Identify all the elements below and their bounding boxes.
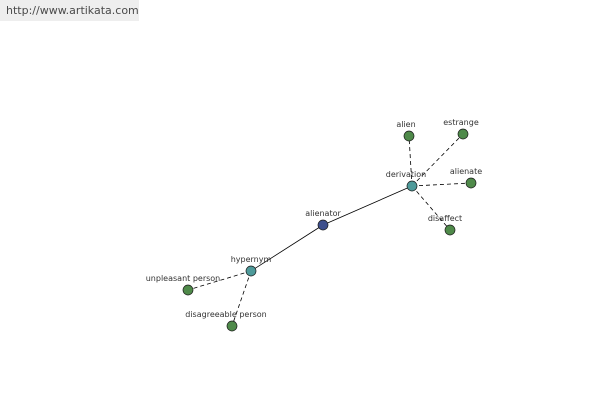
label-disagreeable-person: disagreeable person xyxy=(185,310,267,319)
url-banner: http://www.artikata.com xyxy=(0,0,139,21)
node-alienator[interactable] xyxy=(317,219,329,231)
label-disaffect: disaffect xyxy=(428,214,462,223)
label-derivation: derivation xyxy=(386,170,426,179)
label-alien: alien xyxy=(396,120,415,129)
edge-hypernym-disagreeable-person xyxy=(231,270,252,327)
label-alienate: alienate xyxy=(450,167,482,176)
node-alien[interactable] xyxy=(403,130,415,142)
label-unpleasant-person: unpleasant person xyxy=(146,274,221,283)
graph-nodes xyxy=(182,128,477,332)
node-hypernym[interactable] xyxy=(245,265,257,277)
node-unpleasant-person[interactable] xyxy=(182,284,194,296)
edge-derivation-disaffect xyxy=(411,185,451,231)
edge-derivation-alien xyxy=(408,135,413,187)
url-link[interactable]: http://www.artikata.com xyxy=(6,4,139,17)
edge-derivation-estrange xyxy=(411,133,464,187)
node-alienate[interactable] xyxy=(465,177,477,189)
node-derivation[interactable] xyxy=(406,180,418,192)
node-disagreeable-person[interactable] xyxy=(226,320,238,332)
edge-alienator-hypernym xyxy=(250,224,324,272)
edge-derivation-alienate xyxy=(411,182,472,187)
edge-hypernym-unpleasant-person xyxy=(187,270,252,291)
label-alienator: alienator xyxy=(305,209,341,218)
node-estrange[interactable] xyxy=(457,128,469,140)
graph-labels: alienator derivation hypernym alien estrange… xyxy=(146,118,482,319)
edge-alienator-derivation xyxy=(322,185,413,226)
node-disaffect[interactable] xyxy=(444,224,456,236)
graph-edges xyxy=(187,133,472,327)
label-estrange: estrange xyxy=(443,118,479,127)
label-hypernym: hypernym xyxy=(231,255,272,264)
